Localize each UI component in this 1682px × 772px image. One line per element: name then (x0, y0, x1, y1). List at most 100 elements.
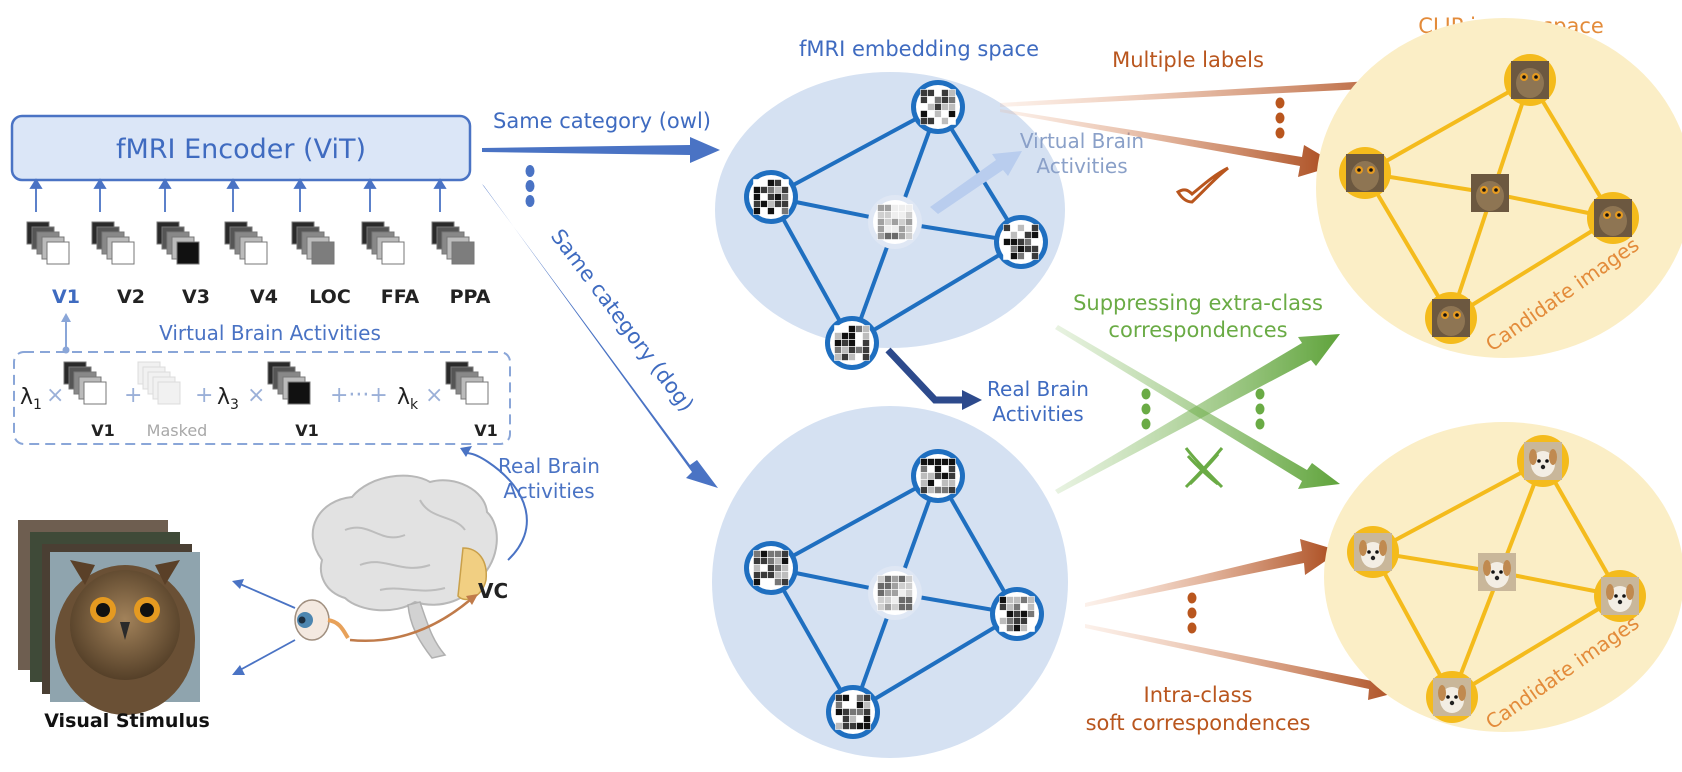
vc-label: VC (478, 579, 508, 603)
green-arrow-down (1055, 325, 1340, 489)
real-brain-arrow (885, 347, 966, 404)
region-label-v2: V2 (117, 286, 145, 308)
orange-arrow-bottom-1 (1085, 539, 1340, 607)
visual-stimulus-stack (18, 520, 200, 715)
optic-path (349, 599, 471, 642)
eye-ray-up (239, 583, 296, 609)
mix-to-v1-node (62, 346, 70, 354)
fmri-space-title: fMRI embedding space (799, 37, 1039, 61)
arrow-encoder-to-owl (482, 137, 720, 163)
plus-2: + (195, 383, 213, 408)
mix-label-v1-c: V1 (474, 421, 498, 440)
virtual-brain-arrow (930, 151, 1022, 214)
fmri-node-3 (825, 316, 879, 370)
mix-label-masked: Masked (147, 421, 208, 440)
fmri-node-4 (868, 195, 922, 249)
brain-stack-0 (26, 221, 70, 265)
region-label-v3: V3 (182, 286, 210, 308)
times-3: × (247, 383, 265, 408)
intra-line2: soft correspondences (1086, 711, 1311, 735)
brain-stack-6 (431, 221, 475, 265)
mix-label-v1-a: V1 (91, 421, 115, 440)
lambda-3: λ3 (217, 385, 239, 413)
orange-arrow-top-1 (1000, 63, 1440, 107)
virtual-mix-box (13, 351, 511, 445)
region-label-v4: V4 (250, 286, 278, 308)
eye-ray-down-arrowhead (232, 665, 245, 675)
eye-icon (294, 599, 350, 641)
clip-node-9 (1478, 553, 1516, 591)
multiple-labels-text: Multiple labels (1112, 48, 1264, 72)
same-dog-label: Same category (dog) (546, 225, 699, 416)
encoder-label: fMRI Encoder (ViT) (116, 134, 366, 165)
mix-label-v1-b: V1 (295, 421, 319, 440)
lambda-k: λk (397, 385, 419, 413)
clip-node-4 (1471, 174, 1509, 212)
lambda-1: λ1 (20, 385, 42, 413)
fmri-node-9 (868, 566, 922, 620)
mix-stack-v1-a (63, 361, 107, 405)
clip-node-8 (1426, 671, 1478, 723)
encoder-ellipsis-dots (525, 165, 535, 207)
orange-arrow-top-2 (1000, 109, 1338, 177)
fmri-node-7 (990, 587, 1044, 641)
brain-stack-1 (91, 221, 135, 265)
eye-ray-down (239, 639, 296, 671)
times-1: × (46, 383, 64, 408)
plus-1: + (124, 383, 142, 408)
fmri-node-5 (911, 449, 965, 503)
clip-node-7 (1594, 570, 1646, 622)
mix-formula: λ1 × + + λ3 × +···+ λk × (20, 383, 443, 413)
vc-to-mix-curve (465, 451, 528, 561)
orange-dots-top (1275, 97, 1285, 139)
optic-arrowhead (466, 594, 478, 605)
orange-arrow-bottom-2 (1085, 624, 1406, 700)
brain-region-stacks (26, 221, 475, 265)
cross-icon (1184, 447, 1224, 489)
times-k: × (425, 383, 443, 408)
mix-stack-v1-c (445, 361, 489, 405)
green-dots (1141, 388, 1265, 430)
same-owl-label: Same category (owl) (493, 109, 711, 133)
region-label-loc: LOC (309, 286, 351, 308)
check-icon (1175, 166, 1229, 204)
encoder-input-arrows (29, 178, 447, 212)
suppress-line2: correspondences (1108, 318, 1287, 342)
clip-node-3 (1425, 292, 1477, 344)
fmri-node-1 (744, 170, 798, 224)
fmri-node-0 (911, 80, 965, 134)
real-brain-arrowhead (962, 390, 982, 410)
orange-dots-bottom (1187, 592, 1197, 634)
region-label-v1: V1 (52, 286, 80, 308)
virtual-brain-header: Virtual Brain Activities (159, 321, 381, 345)
clip-node-2 (1587, 192, 1639, 244)
suppress-line1: Suppressing extra-class (1073, 291, 1323, 315)
arrow-encoder-to-dog (482, 184, 718, 488)
intra-line1: Intra-class (1144, 683, 1253, 707)
brain-illustration (311, 474, 498, 659)
mix-stack-masked (137, 361, 181, 405)
brain-stack-4 (291, 221, 335, 265)
encoder-box (10, 114, 472, 182)
clip-node-0 (1504, 54, 1556, 106)
visual-stimulus-label: Visual Stimulus (44, 710, 210, 732)
brain-stack-2 (156, 221, 200, 265)
fmri-nodes (744, 80, 1048, 739)
fmri-node-6 (744, 541, 798, 595)
vc-to-mix-arrowhead (460, 446, 472, 457)
real-brain-left-line1: Real Brain (498, 454, 600, 478)
virtual-mid-line2: Activities (1036, 154, 1127, 178)
region-label-ppa: PPA (450, 286, 491, 308)
brain-stack-5 (361, 221, 405, 265)
fmri-node-2 (994, 215, 1048, 269)
clip-node-1 (1339, 147, 1391, 199)
clip-node-5 (1517, 435, 1569, 487)
brain-stack-3 (224, 221, 268, 265)
mix-to-v1-arrowhead (61, 313, 71, 322)
mix-stack-v1-b (267, 361, 311, 405)
plus-dots: +···+ (330, 383, 388, 408)
mix-stacks (63, 361, 489, 405)
real-mid-line1: Real Brain (987, 377, 1089, 401)
